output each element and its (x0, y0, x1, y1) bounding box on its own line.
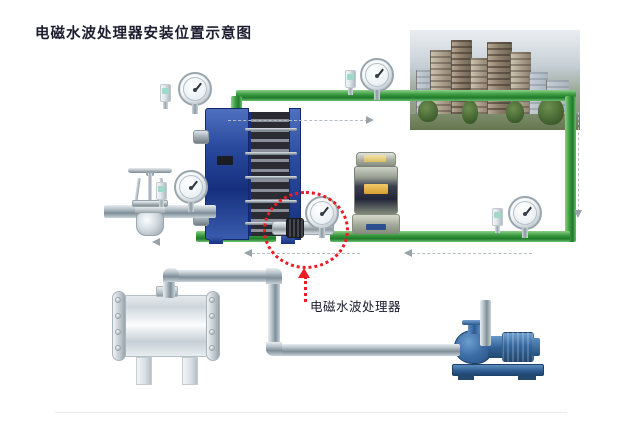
sensor-display (347, 74, 354, 80)
sensor-display (162, 88, 169, 94)
valve-body (136, 212, 164, 236)
flow-arrow-return-left-2 (404, 249, 412, 257)
gauge-left (174, 170, 208, 212)
sensor-supply-top (345, 70, 356, 95)
valve-bonnet (132, 200, 168, 207)
supply-pipe-riser-right (565, 96, 576, 242)
pump-nameplate (366, 224, 386, 230)
tank-shell (122, 295, 210, 357)
gauge-hub (375, 74, 379, 78)
tree-1 (418, 100, 438, 122)
pump-stack (354, 166, 398, 214)
gauge-stem (192, 104, 198, 114)
gauge-stem (522, 228, 528, 238)
pump-fan-cover (532, 338, 540, 356)
pump-suction-flange (462, 320, 487, 325)
gauge-return (508, 196, 542, 238)
pump-base-plate (452, 364, 544, 376)
return-pipe-bottom-run (274, 344, 460, 356)
sensor-stem (348, 88, 353, 95)
tank-bolt (115, 297, 121, 303)
gauge-hub (189, 186, 193, 190)
footer-separator (55, 412, 567, 413)
tower-3 (470, 58, 489, 116)
callout-arrow-head (298, 268, 310, 278)
return-pipe-down-leg (268, 276, 280, 350)
tank-bolt (115, 329, 121, 335)
flow-arrow-down (574, 210, 582, 218)
gauge-hx-top (178, 72, 212, 114)
sensor-hx-top (160, 84, 171, 109)
sensor-stem (495, 226, 500, 233)
supply-pipe-top-horizontal (236, 90, 576, 101)
valve-handwheel[interactable] (128, 168, 172, 173)
valve-stem (148, 173, 152, 201)
tank-leg-right (182, 357, 198, 385)
sensor-display (494, 212, 501, 218)
tree-4 (538, 97, 564, 125)
pump-motor (502, 332, 534, 362)
hx-tie-rod (245, 200, 297, 203)
tank-bolt (209, 297, 215, 303)
sensor-stem (163, 102, 168, 109)
gauge-stem (374, 90, 380, 100)
water-tank (110, 285, 222, 385)
return-pipe-upper-run (169, 270, 279, 282)
flow-line-return-right (412, 253, 532, 254)
horizontal-pump[interactable] (452, 320, 544, 382)
valve-yoke-left (134, 177, 141, 203)
sensor-left (156, 182, 167, 207)
tank-bolt (209, 313, 215, 319)
hx-tie-rod (245, 128, 297, 131)
highlight-circle (263, 191, 349, 269)
flow-arrow-return-left (244, 249, 252, 257)
tank-bolt (209, 329, 215, 335)
pump-bearing-housing (488, 336, 504, 358)
tree-2 (462, 100, 478, 124)
tank-flange-right (206, 291, 220, 361)
pump-foot-left (458, 374, 474, 380)
gauge-supply-top (360, 58, 394, 100)
callout-label: 电磁水波处理器 (310, 299, 402, 314)
pump-terminal-box (364, 184, 388, 194)
hx-nozzle-top (193, 130, 209, 144)
valve-bonnet-lower (135, 207, 165, 213)
gate-valve[interactable] (122, 168, 178, 238)
return-elbow-top-right (266, 268, 282, 284)
hx-foot (209, 236, 223, 244)
return-pipe-green-horizontal (330, 231, 570, 242)
tank-flange-left (112, 291, 126, 361)
page-title: 电磁水波处理器安装位置示意图 (35, 26, 252, 42)
pump-motor-vent (364, 155, 386, 162)
gauge-hub (523, 212, 527, 216)
buildings-photo (410, 30, 580, 130)
tank-leg-left (136, 357, 152, 385)
gauge-hub (193, 88, 197, 92)
hx-tie-rod (245, 176, 297, 179)
photo-ground (410, 114, 580, 130)
hx-nameplate (217, 156, 233, 165)
flow-arrow-supply-right (366, 116, 374, 124)
gauge-stem (188, 202, 194, 212)
hx-frame-left (205, 108, 249, 240)
flow-line-supply (228, 120, 368, 121)
sensor-return (492, 208, 503, 233)
return-elbow-tank (163, 268, 179, 282)
sensor-stem (159, 200, 164, 207)
return-elbow-bottom-left (266, 342, 282, 356)
sensor-display (158, 186, 165, 192)
vertical-pump[interactable] (352, 152, 400, 244)
callout-arrow-line (304, 276, 307, 302)
pump-foot-right (518, 374, 536, 380)
tank-bolt (115, 313, 121, 319)
pump-suction-riser (480, 300, 491, 346)
flow-arrow-inlet (152, 238, 160, 246)
hx-tie-rod (245, 152, 297, 155)
tree-3 (506, 101, 524, 123)
pump-motor-fins (502, 332, 534, 362)
tank-bolt (209, 345, 215, 351)
flow-line-right-down (578, 112, 579, 212)
tank-bolt (115, 345, 121, 351)
